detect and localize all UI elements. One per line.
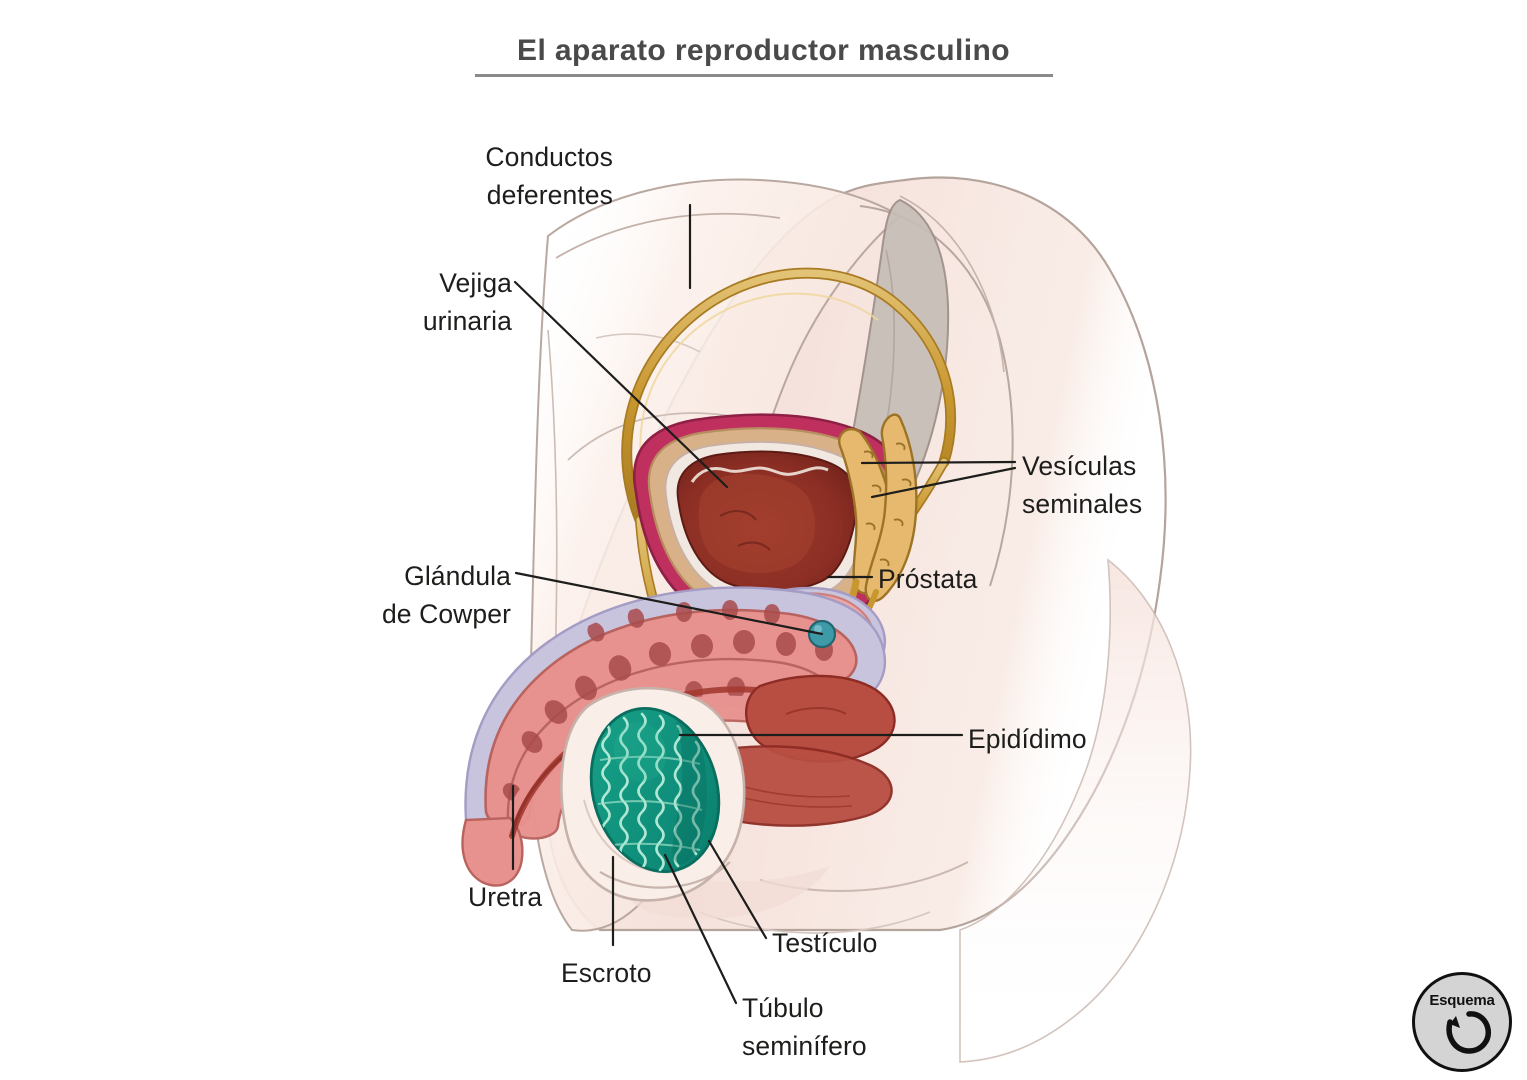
label-glandula-de-cowper: Glándula de Cowper (381, 561, 511, 629)
label-epididimo: Epidídimo (968, 724, 1087, 754)
leader-lines (511, 203, 1017, 1005)
page-title-text: El aparato reproductor masculino (517, 34, 1010, 67)
logo-disc (1412, 972, 1512, 1072)
urinary-bladder (633, 413, 907, 648)
leader-vesiculas-seminales-b (870, 466, 1017, 499)
label-vesiculas-seminales: Vesículas seminales (1022, 451, 1143, 519)
page-title: El aparato reproductor masculino (0, 34, 1527, 77)
logo-wordmark: Esquema (1429, 992, 1495, 1009)
label-testiculo: Testículo (772, 928, 878, 958)
label-uretra: Uretra (468, 882, 543, 912)
label-prostata: Próstata (878, 564, 978, 594)
leader-glandula-de-cowper (514, 571, 824, 636)
label-vejiga-urinaria: Vejiga urinaria (422, 268, 512, 336)
title-underline (474, 74, 1053, 77)
seminiferous-tubules (597, 712, 707, 872)
testicle (589, 707, 721, 873)
leader-testiculo (707, 839, 768, 940)
label-tubulo-seminifero: Túbulo seminífero (742, 993, 867, 1061)
rotate-arrow-icon (1446, 1011, 1491, 1054)
leader-vejiga-urinaria (513, 280, 729, 489)
leader-vesiculas-seminales-a (860, 460, 1017, 465)
label-escroto: Escroto (561, 958, 652, 988)
label-conductos-deferentes: Conductos deferentes (485, 142, 613, 210)
leader-tubulo-seminifero (663, 853, 738, 1005)
esquema-logo[interactable]: Esquema (1412, 972, 1512, 1072)
